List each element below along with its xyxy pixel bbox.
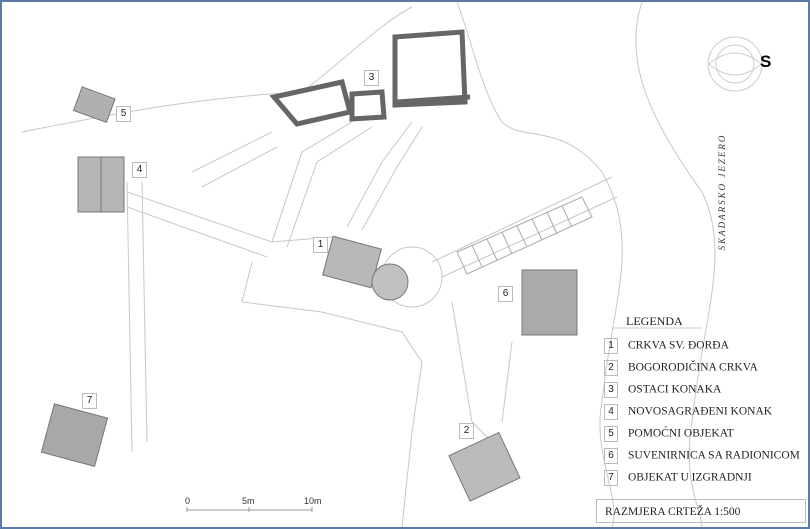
- legend-label: SUVENIRNICA SA RADIONICOM: [628, 449, 800, 462]
- drawing-scale: RAZMJERA CRTEŽA 1:500: [596, 499, 806, 523]
- legend-item: 4 NOVOSAGRAĐENI KONAK: [604, 404, 772, 422]
- legend-label: BOGORODIČINA CRKVA: [628, 361, 758, 374]
- legend-num: 7: [604, 470, 618, 486]
- building-7: [40, 403, 109, 468]
- stairs: [456, 196, 593, 275]
- path-line: [191, 131, 278, 188]
- building-1-church: [322, 235, 382, 289]
- legend-item: 6 SUVENIRNICA SA RADIONICOM: [604, 448, 800, 466]
- legend-item: 5 POMOĆNI OBJEKAT: [604, 426, 734, 444]
- legend-item: 1 CRKVA SV. ĐORĐA: [604, 338, 729, 356]
- ruins-konak: [269, 29, 471, 127]
- building-5: [72, 86, 116, 124]
- compass-label: S: [760, 52, 772, 71]
- compass: [707, 36, 763, 92]
- legend-num: 5: [604, 426, 618, 442]
- path-line: [431, 176, 618, 278]
- scale-bar: [186, 507, 313, 512]
- legend-title: LEGENDA: [626, 314, 683, 328]
- marker-1: 1: [313, 237, 328, 253]
- legend-num: 3: [604, 382, 618, 398]
- legend-num: 4: [604, 404, 618, 420]
- scale-tick-10m: 10m: [304, 496, 322, 506]
- legend-label: POMOĆNI OBJEKAT: [628, 427, 734, 440]
- legend-label: OSTACI KONAKA: [628, 383, 722, 396]
- path-line: [271, 121, 373, 248]
- marker-3: 3: [364, 70, 379, 86]
- marker-6: 6: [498, 286, 513, 302]
- terrain-line: [456, 2, 623, 527]
- marker-2: 2: [459, 423, 474, 439]
- legend-label: NOVOSAGRAĐENI KONAK: [628, 405, 773, 418]
- marker-7: 7: [82, 393, 97, 409]
- legend-num: 6: [604, 448, 618, 464]
- building-2-church: [448, 431, 521, 502]
- scale-tick-5m: 5m: [242, 496, 255, 506]
- legend-item: 2 BOGORODIČINA CRKVA: [604, 360, 758, 378]
- building-6: [521, 269, 578, 336]
- legend-num: 2: [604, 360, 618, 376]
- legend-label: OBJEKAT U IZGRADNJI: [628, 471, 752, 484]
- scale-tick-0: 0: [185, 496, 191, 506]
- path-line: [126, 181, 148, 453]
- marker-4: 4: [132, 162, 147, 178]
- terrain-line: [635, 2, 716, 527]
- path-line: [241, 261, 423, 527]
- legend-label: CRKVA SV. ĐORĐA: [628, 339, 729, 352]
- marker-5: 5: [116, 106, 131, 122]
- legend-num: 1: [604, 338, 618, 354]
- path-line: [346, 121, 423, 231]
- legend-item: 3 OSTACI KONAKA: [604, 382, 721, 400]
- path-line: [451, 301, 513, 443]
- path-line: [126, 191, 333, 258]
- legend-item: 7 OBJEKAT U IZGRADNJI: [604, 470, 752, 488]
- lake-label: SKADARSKO JEZERO: [717, 133, 727, 251]
- church-1-dome: [371, 263, 409, 301]
